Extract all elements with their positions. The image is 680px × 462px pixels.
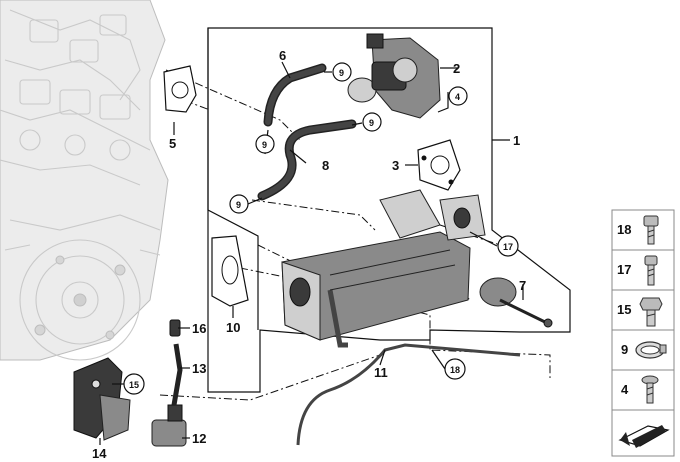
callout-labels: 1 2 3 5 6 7 8 10 11 12 13 14 16 — [92, 48, 526, 461]
callout-7: 7 — [519, 278, 526, 293]
callout-14: 14 — [92, 446, 107, 461]
callout-15: 15 — [129, 380, 139, 390]
callout-9-a: 9 — [339, 68, 344, 78]
callout-9-d: 9 — [236, 200, 241, 210]
circled-callouts: 9 9 9 9 4 17 18 15 — [123, 62, 519, 395]
hex-collar-bolt-icon — [639, 297, 663, 327]
vacuum-actuator — [479, 277, 553, 328]
callout-12: 12 — [192, 431, 206, 446]
legend-number-9: 9 — [621, 342, 628, 357]
hoses — [257, 63, 357, 201]
gasket-3 — [417, 139, 461, 191]
pressure-converter — [151, 319, 187, 447]
vacuum-line — [296, 343, 521, 446]
fastener-legend: 18 17 15 9 — [611, 209, 675, 457]
engine-block-illustration — [0, 0, 169, 361]
callout-9-b: 9 — [369, 118, 374, 128]
hose-clamp-icon — [635, 341, 667, 359]
callout-18: 18 — [450, 365, 460, 375]
legend-number-15: 15 — [617, 302, 631, 317]
callout-9-c: 9 — [262, 140, 267, 150]
callout-10: 10 — [226, 320, 240, 335]
callout-13: 13 — [192, 361, 206, 376]
callout-16: 16 — [192, 321, 206, 336]
assembly-frame — [207, 27, 571, 393]
callout-3: 3 — [392, 158, 399, 173]
callout-2: 2 — [453, 61, 460, 76]
gasket-5 — [163, 65, 197, 113]
callout-4: 4 — [455, 92, 460, 102]
callout-8: 8 — [322, 158, 329, 173]
legend-number-4: 4 — [621, 382, 629, 397]
egr-valve — [347, 33, 441, 119]
callout-1: 1 — [513, 133, 520, 148]
callout-17: 17 — [503, 242, 513, 252]
torx-bolt-icon — [644, 255, 658, 286]
leader-lines — [99, 61, 524, 445]
legend-number-18: 18 — [617, 222, 631, 237]
hex-socket-bolt-icon — [643, 215, 659, 245]
callout-5: 5 — [169, 136, 176, 151]
gasket-10 — [211, 235, 249, 307]
bracket — [73, 357, 131, 441]
callout-6: 6 — [279, 48, 286, 63]
legend-number-17: 17 — [617, 262, 631, 277]
egr-cooler — [281, 189, 486, 348]
arrow-icon — [618, 425, 670, 448]
flat-head-screw-icon — [641, 375, 659, 404]
callout-11: 11 — [374, 365, 388, 380]
